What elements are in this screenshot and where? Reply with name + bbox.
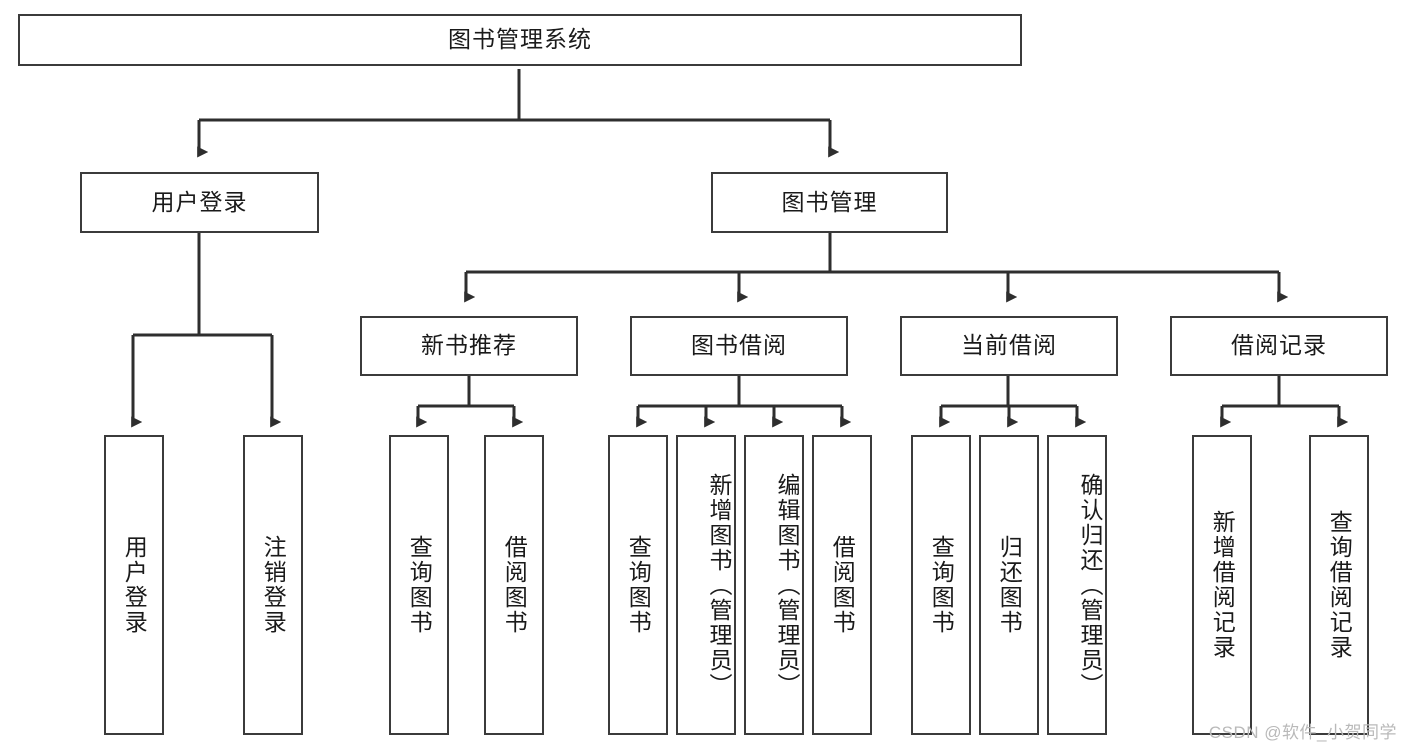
- node-leaf-edit-book-label: 编辑图书（管理员）: [774, 472, 800, 698]
- node-borrow-record[interactable]: 借阅记录: [1170, 316, 1388, 376]
- node-leaf-query-book-2[interactable]: 查询图书: [608, 435, 668, 735]
- node-leaf-confirm-return[interactable]: 确认归还（管理员）: [1047, 435, 1107, 735]
- node-leaf-return-book[interactable]: 归还图书: [979, 435, 1039, 735]
- node-leaf-confirm-return-label: 确认归还（管理员）: [1077, 472, 1103, 698]
- node-borrow-record-label: 借阅记录: [1231, 332, 1327, 359]
- node-leaf-user-login-label: 用户登录: [121, 535, 148, 635]
- node-leaf-query-book-2-label: 查询图书: [625, 535, 652, 635]
- node-leaf-query-record-label: 查询借阅记录: [1326, 510, 1353, 660]
- node-new-book-recommend-label: 新书推荐: [421, 332, 517, 359]
- node-root[interactable]: 图书管理系统: [18, 14, 1022, 66]
- node-leaf-borrow-book-2[interactable]: 借阅图书: [812, 435, 872, 735]
- node-leaf-add-record-label: 新增借阅记录: [1209, 510, 1236, 660]
- node-book-management[interactable]: 图书管理: [711, 172, 948, 233]
- csdn-watermark: CSDN @软件_小贺同学: [1208, 723, 1397, 742]
- node-leaf-add-book[interactable]: 新增图书（管理员）: [676, 435, 736, 735]
- node-current-borrow-label: 当前借阅: [961, 332, 1057, 359]
- node-leaf-borrow-book-2-label: 借阅图书: [829, 535, 856, 635]
- node-leaf-borrow-book-1[interactable]: 借阅图书: [484, 435, 544, 735]
- node-leaf-query-book-3-label: 查询图书: [928, 535, 955, 635]
- node-user-login[interactable]: 用户登录: [80, 172, 319, 233]
- node-new-book-recommend[interactable]: 新书推荐: [360, 316, 578, 376]
- node-leaf-logout-label: 注销登录: [260, 535, 287, 635]
- node-book-borrow[interactable]: 图书借阅: [630, 316, 848, 376]
- node-book-management-label: 图书管理: [781, 188, 878, 215]
- node-user-login-label: 用户登录: [151, 188, 248, 215]
- node-root-label: 图书管理系统: [448, 26, 592, 53]
- node-leaf-edit-book[interactable]: 编辑图书（管理员）: [744, 435, 804, 735]
- node-leaf-query-book-1[interactable]: 查询图书: [389, 435, 449, 735]
- node-leaf-add-record[interactable]: 新增借阅记录: [1192, 435, 1252, 735]
- node-leaf-logout[interactable]: 注销登录: [243, 435, 303, 735]
- node-leaf-query-record[interactable]: 查询借阅记录: [1309, 435, 1369, 735]
- node-book-borrow-label: 图书借阅: [691, 332, 787, 359]
- node-leaf-query-book-3[interactable]: 查询图书: [911, 435, 971, 735]
- node-leaf-query-book-1-label: 查询图书: [406, 535, 433, 635]
- node-current-borrow[interactable]: 当前借阅: [900, 316, 1118, 376]
- node-leaf-add-book-label: 新增图书（管理员）: [706, 472, 732, 698]
- node-leaf-borrow-book-1-label: 借阅图书: [501, 535, 528, 635]
- node-leaf-user-login[interactable]: 用户登录: [104, 435, 164, 735]
- node-leaf-return-book-label: 归还图书: [996, 535, 1023, 635]
